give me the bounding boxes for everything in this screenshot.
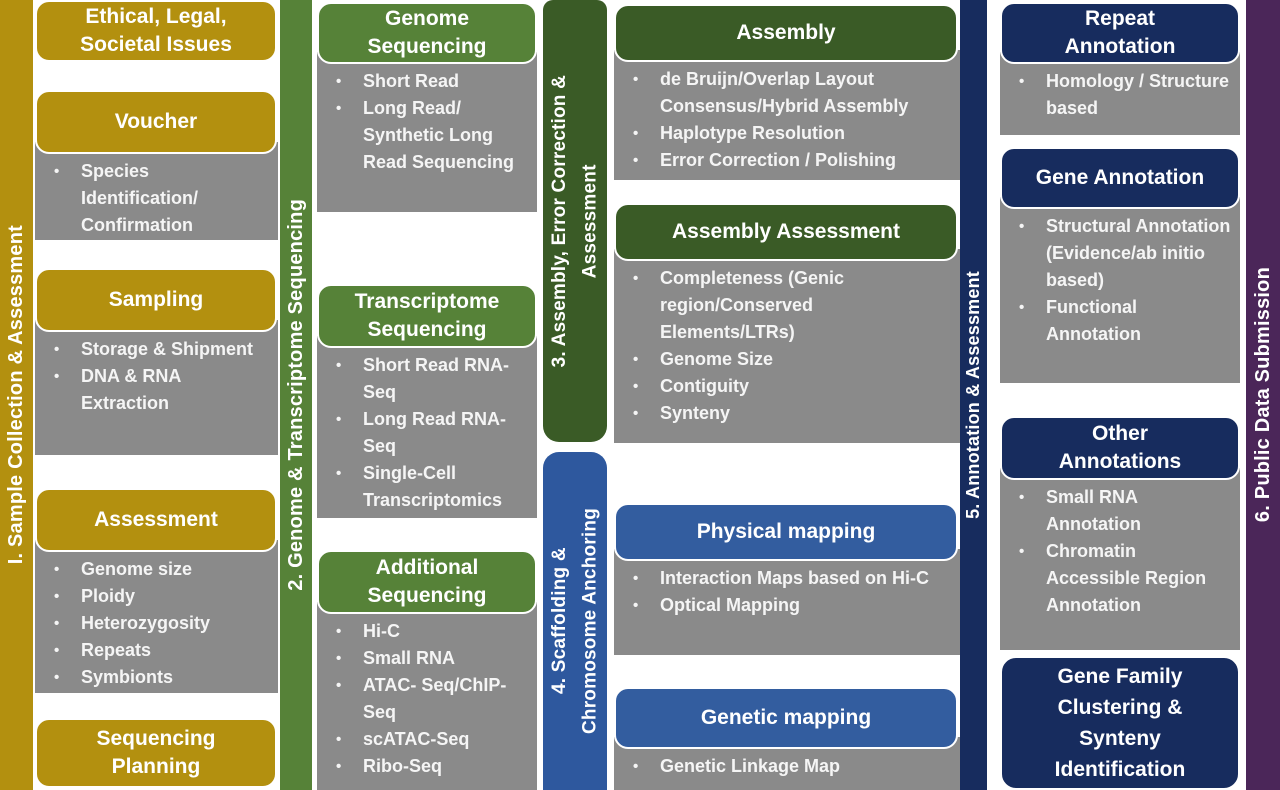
items-gene-annotation: Structural Annotation (Evidence/ab initi…: [1000, 197, 1240, 383]
list-item: Symbionts: [45, 664, 270, 691]
strip-1-label: I. Sample Collection & Assessment: [5, 225, 27, 565]
items-transcriptome-sequencing: Short Read RNA-Seq Long Read RNA-Seq Sin…: [317, 336, 537, 518]
items-assembly: de Bruijn/Overlap Layout Consensus/Hybri…: [614, 50, 960, 180]
items-repeat-annotation: Homology / Structure based: [1000, 52, 1240, 135]
header-gene-annotation: Gene Annotation: [1000, 147, 1240, 209]
list-item: Small RNA: [327, 645, 529, 672]
list-item: Single-Cell Transcriptomics: [327, 460, 529, 514]
items-genome-sequencing: Short Read Long Read/ Synthetic Long Rea…: [317, 52, 537, 212]
list-item: Genetic Linkage Map: [624, 753, 952, 780]
header-sampling: Sampling: [35, 268, 277, 332]
items-assessment: Genome size Ploidy Heterozygosity Repeat…: [35, 540, 278, 693]
list-item: Hi-C: [327, 618, 529, 645]
header-repeat-annotation: Repeat Annotation: [1000, 2, 1240, 64]
list-item: Species Identification/ Confirmation: [45, 158, 270, 239]
bullet-list: Short Read RNA-Seq Long Read RNA-Seq Sin…: [327, 352, 529, 514]
header-physical-mapping: Physical mapping: [614, 503, 958, 561]
list-item: Chromatin Accessible Region Annotation: [1010, 538, 1232, 619]
items-other-annotations: Small RNA Annotation Chromatin Accessibl…: [1000, 468, 1240, 650]
header-genetic-mapping: Genetic mapping: [614, 687, 958, 749]
items-sampling: Storage & Shipment DNA & RNA Extraction: [35, 320, 278, 455]
list-item: Interaction Maps based on Hi-C: [624, 565, 952, 592]
strip-2-genome-transcriptome-sequencing: 2. Genome & Transcriptome Sequencing: [280, 0, 312, 790]
header-voucher: Voucher: [35, 90, 277, 154]
header-transcriptome-sequencing: Transcriptome Sequencing: [317, 284, 537, 348]
list-item: Ploidy: [45, 583, 270, 610]
bullet-list: Species Identification/ Confirmation: [45, 158, 270, 239]
list-item: Long Read RNA-Seq: [327, 406, 529, 460]
list-item: ATAC- Seq/ChIP-Seq: [327, 672, 529, 726]
header-additional-sequencing: Additional Sequencing: [317, 550, 537, 614]
bullet-list: Genetic Linkage Map: [624, 753, 952, 780]
bullet-list: Completeness (Genic region/Conserved Ele…: [624, 265, 952, 427]
header-genome-sequencing: Genome Sequencing: [317, 2, 537, 64]
header-assessment: Assessment: [35, 488, 277, 552]
header-assembly: Assembly: [614, 4, 958, 62]
bullet-list: Small RNA Annotation Chromatin Accessibl…: [1010, 484, 1232, 619]
list-item: Synteny: [624, 400, 952, 427]
list-item: Ribo-Seq: [327, 753, 529, 780]
items-physical-mapping: Interaction Maps based on Hi-C Optical M…: [614, 549, 960, 655]
list-item: Long Read/ Synthetic Long Read Sequencin…: [327, 95, 529, 176]
list-item: Short Read: [327, 68, 529, 95]
bullet-list: de Bruijn/Overlap Layout Consensus/Hybri…: [624, 66, 952, 174]
list-item: Storage & Shipment: [45, 336, 270, 363]
strip-6-public-data-submission: 6. Public Data Submission: [1246, 0, 1280, 790]
bullet-list: Storage & Shipment DNA & RNA Extraction: [45, 336, 270, 417]
bullet-list: Structural Annotation (Evidence/ab initi…: [1010, 213, 1232, 348]
strip-2-label: 2. Genome & Transcriptome Sequencing: [284, 199, 307, 591]
list-item: Heterozygosity: [45, 610, 270, 637]
bullet-list: Short Read Long Read/ Synthetic Long Rea…: [327, 68, 529, 176]
list-item: Structural Annotation (Evidence/ab initi…: [1010, 213, 1232, 294]
list-item: Functional Annotation: [1010, 294, 1232, 348]
header-ethical-legal-societal: Ethical, Legal, Societal Issues: [35, 0, 277, 62]
list-item: scATAC-Seq: [327, 726, 529, 753]
bullet-list: Hi-C Small RNA ATAC- Seq/ChIP-Seq scATAC…: [327, 618, 529, 780]
strip-4-label: 4. Scaffolding & Chromosome Anchoring: [548, 507, 600, 735]
header-assembly-assessment: Assembly Assessment: [614, 203, 958, 261]
list-item: Completeness (Genic region/Conserved Ele…: [624, 265, 952, 346]
list-item: Genome Size: [624, 346, 952, 373]
strip-5-annotation-assessment: 5. Annotation & Assessment: [960, 0, 987, 790]
list-item: Short Read RNA-Seq: [327, 352, 529, 406]
items-voucher: Species Identification/ Confirmation: [35, 142, 278, 240]
bullet-list: Homology / Structure based: [1010, 68, 1232, 122]
items-additional-sequencing: Hi-C Small RNA ATAC- Seq/ChIP-Seq scATAC…: [317, 602, 537, 790]
bullet-list: Interaction Maps based on Hi-C Optical M…: [624, 565, 952, 619]
list-item: Repeats: [45, 637, 270, 664]
list-item: Contiguity: [624, 373, 952, 400]
bullet-list: Genome size Ploidy Heterozygosity Repeat…: [45, 556, 270, 691]
header-other-annotations: Other Annotations: [1000, 416, 1240, 480]
strip-4-scaffolding-anchoring: 4. Scaffolding & Chromosome Anchoring: [543, 452, 607, 790]
list-item: Homology / Structure based: [1010, 68, 1232, 122]
strip-3-label: 3. Assembly, Error Correction & Assessme…: [548, 74, 600, 368]
list-item: Optical Mapping: [624, 592, 952, 619]
strip-6-label: 6. Public Data Submission: [1251, 267, 1274, 523]
list-item: Genome size: [45, 556, 270, 583]
box-gene-family-clustering: Gene Family Clustering & Synteny Identif…: [1000, 656, 1240, 790]
list-item: Haplotype Resolution: [624, 120, 952, 147]
strip-5-label: 5. Annotation & Assessment: [963, 271, 984, 519]
list-item: Error Correction / Polishing: [624, 147, 952, 174]
list-item: DNA & RNA Extraction: [45, 363, 270, 417]
header-sequencing-planning: Sequencing Planning: [35, 718, 277, 788]
items-assembly-assessment: Completeness (Genic region/Conserved Ele…: [614, 249, 960, 443]
strip-3-assembly-error-correction: 3. Assembly, Error Correction & Assessme…: [543, 0, 607, 442]
list-item: de Bruijn/Overlap Layout Consensus/Hybri…: [624, 66, 952, 120]
strip-1-sample-collection: I. Sample Collection & Assessment: [0, 0, 33, 790]
list-item: Small RNA Annotation: [1010, 484, 1232, 538]
